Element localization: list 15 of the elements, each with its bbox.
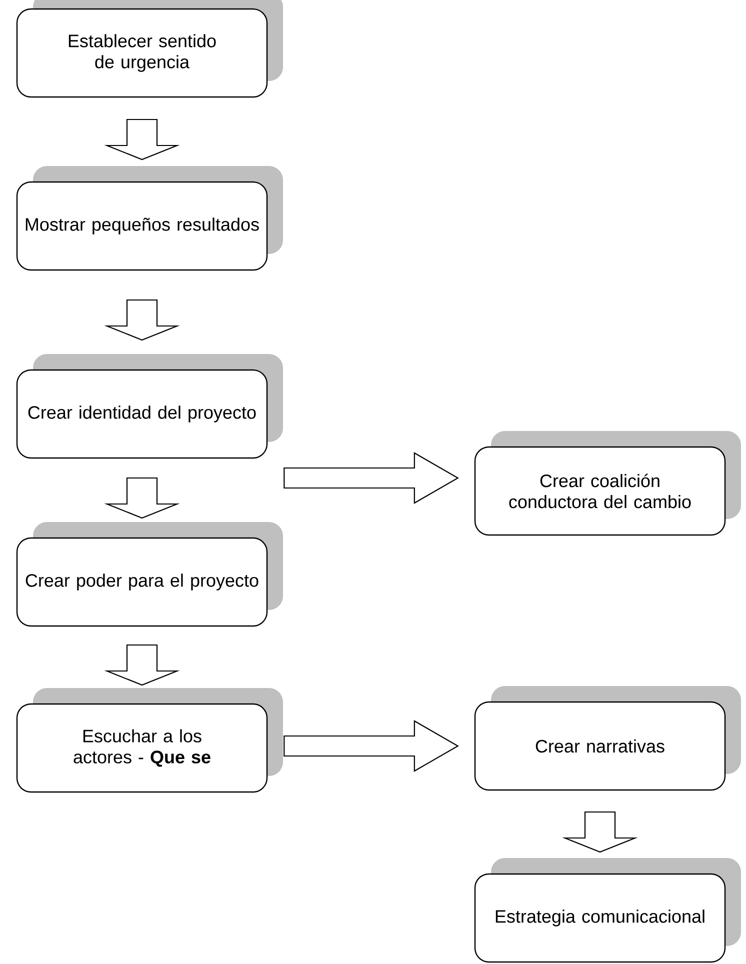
process-box: Escuchar a los actores - Que se	[16, 688, 283, 793]
process-box: Crear identidad del proyecto	[16, 354, 283, 459]
block-arrow	[562, 811, 638, 853]
process-box: Crear poder para el proyecto	[16, 522, 283, 627]
process-box: Crear coalición conductora del cambio	[474, 431, 741, 536]
process-box: Mostrar pequeños resultados	[16, 166, 283, 271]
block-arrow	[284, 452, 459, 504]
process-box: Crear narrativas	[474, 686, 741, 791]
block-arrow	[284, 720, 459, 772]
block-arrow	[104, 644, 180, 686]
process-box: Estrategia comunicacional	[474, 858, 741, 963]
block-arrow	[104, 477, 180, 519]
block-arrow	[104, 118, 180, 160]
process-box: Establecer sentido de urgencia	[16, 0, 283, 98]
block-arrow	[104, 299, 180, 341]
